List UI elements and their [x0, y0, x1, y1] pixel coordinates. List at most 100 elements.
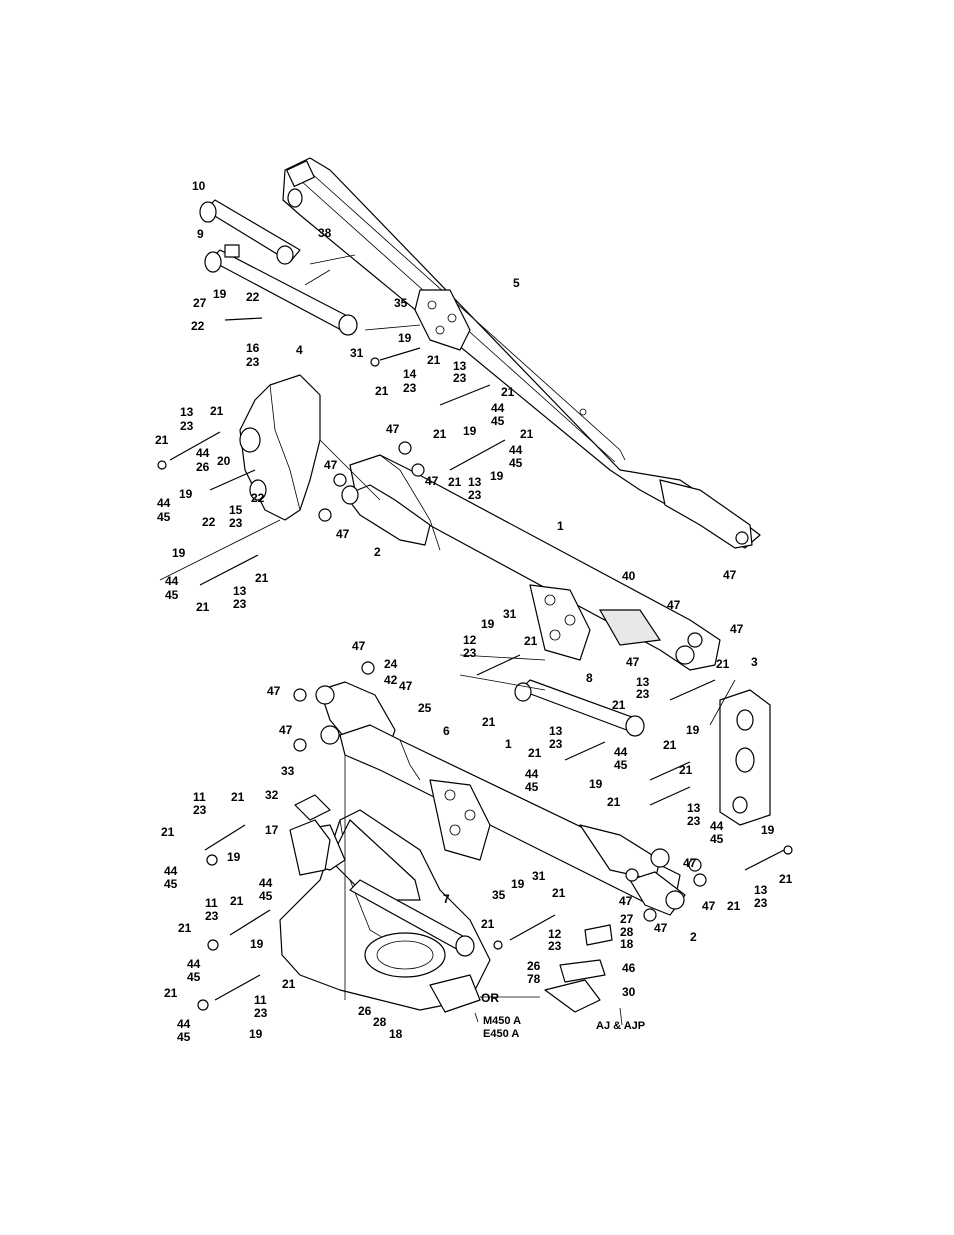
callout-21: 21: [481, 917, 495, 931]
callout-44: 44: [165, 574, 179, 588]
callout-38: 38: [318, 226, 332, 240]
callout-21: 21: [528, 746, 542, 760]
callout-21: 21: [779, 872, 793, 886]
callout-21: 21: [282, 977, 296, 991]
callout-47: 47: [425, 474, 439, 488]
callout-9: 9: [197, 227, 204, 241]
callout-19: 19: [761, 823, 775, 837]
callout-31: 31: [532, 869, 546, 883]
callout-23: 23: [205, 909, 219, 923]
callout-23: 23: [233, 597, 247, 611]
callout-2: 2: [374, 545, 381, 559]
callout-28: 28: [373, 1015, 387, 1029]
boom-5: [282, 157, 761, 549]
callout-21: 21: [155, 433, 169, 447]
bracket-m450-e450: [429, 974, 481, 1013]
callout-28: 28: [620, 925, 634, 939]
callout-12: 12: [463, 633, 477, 647]
callout-32: 32: [265, 788, 279, 802]
callout-13: 13: [180, 405, 194, 419]
cylinder-7: [349, 879, 475, 957]
callout-44: 44: [509, 443, 523, 457]
callout-23: 23: [549, 737, 563, 751]
callout-6: 6: [443, 724, 450, 738]
callout-44: 44: [177, 1017, 191, 1031]
callout-21: 21: [375, 384, 389, 398]
callout-13: 13: [453, 359, 467, 373]
callout-1: 1: [557, 519, 564, 533]
callout-10: 10: [192, 179, 206, 193]
callout-19: 19: [511, 877, 525, 891]
callout-21: 21: [178, 921, 192, 935]
callout-21: 21: [607, 795, 621, 809]
callout-45: 45: [164, 877, 178, 891]
callout-21: 21: [482, 715, 496, 729]
callout-21: 21: [552, 886, 566, 900]
callout-47: 47: [626, 655, 640, 669]
callout-47: 47: [352, 639, 366, 653]
callout-47: 47: [683, 856, 697, 870]
callout-19: 19: [250, 937, 264, 951]
callout-23: 23: [193, 803, 207, 817]
callout-12: 12: [548, 927, 562, 941]
callout-47: 47: [619, 894, 633, 908]
cylinder-9: [204, 244, 358, 336]
callout-14: 14: [403, 367, 417, 381]
callout-44: 44: [614, 745, 628, 759]
callout-26: 26: [196, 460, 210, 474]
callout-19: 19: [398, 331, 412, 345]
callout-23: 23: [403, 381, 417, 395]
callout-19: 19: [213, 287, 227, 301]
callout-23: 23: [754, 896, 768, 910]
bracket-17: [289, 819, 331, 876]
callout-42: 42: [384, 673, 398, 687]
callout-25: 25: [418, 701, 432, 715]
arm-1-lower: [339, 724, 681, 906]
plate-32: [294, 794, 331, 821]
mount-4: [239, 374, 321, 521]
callout-47: 47: [723, 568, 737, 582]
callout-21: 21: [255, 571, 269, 585]
callout-47: 47: [399, 679, 413, 693]
model-aj-ajp-label: AJ & AJP: [596, 1020, 645, 1032]
callout-labels: 10 9 38 5 35 19 27 22 22 16 23 31 19 21 …: [155, 179, 793, 1044]
callout-13: 13: [754, 883, 768, 897]
callout-21: 21: [727, 899, 741, 913]
callout-47: 47: [324, 458, 338, 472]
callout-47: 47: [702, 899, 716, 913]
callout-21: 21: [427, 353, 441, 367]
callout-21: 21: [448, 475, 462, 489]
callout-11: 11: [254, 993, 267, 1007]
leader-lines: [159, 254, 736, 1026]
model-e450-label: E450 A: [483, 1028, 519, 1040]
callout-47: 47: [667, 598, 681, 612]
callout-21: 21: [612, 698, 626, 712]
callout-19: 19: [172, 546, 186, 560]
callout-19: 19: [686, 723, 700, 737]
callout-45: 45: [491, 414, 505, 428]
callout-21: 21: [433, 427, 447, 441]
callout-33: 33: [281, 764, 295, 778]
callout-4: 4: [296, 343, 303, 357]
callout-11: 11: [205, 896, 218, 910]
callout-26: 26: [358, 1004, 372, 1018]
callout-26: 26: [527, 959, 541, 973]
callout-17: 17: [265, 823, 279, 837]
callout-23: 23: [468, 488, 482, 502]
callout-23: 23: [687, 814, 701, 828]
callout-22: 22: [246, 290, 260, 304]
callout-35: 35: [492, 888, 506, 902]
callout-23: 23: [254, 1006, 268, 1020]
callout-21: 21: [679, 763, 693, 777]
callout-8: 8: [586, 671, 593, 685]
callout-44: 44: [259, 876, 273, 890]
arm-1-upper: [349, 454, 721, 671]
callout-21: 21: [161, 825, 175, 839]
option-or-label: OR: [481, 991, 499, 1005]
callout-45: 45: [614, 758, 628, 772]
callout-44: 44: [157, 496, 171, 510]
callout-13: 13: [233, 584, 247, 598]
callout-31: 31: [350, 346, 364, 360]
callout-18: 18: [620, 937, 634, 951]
callout-78: 78: [527, 972, 541, 986]
